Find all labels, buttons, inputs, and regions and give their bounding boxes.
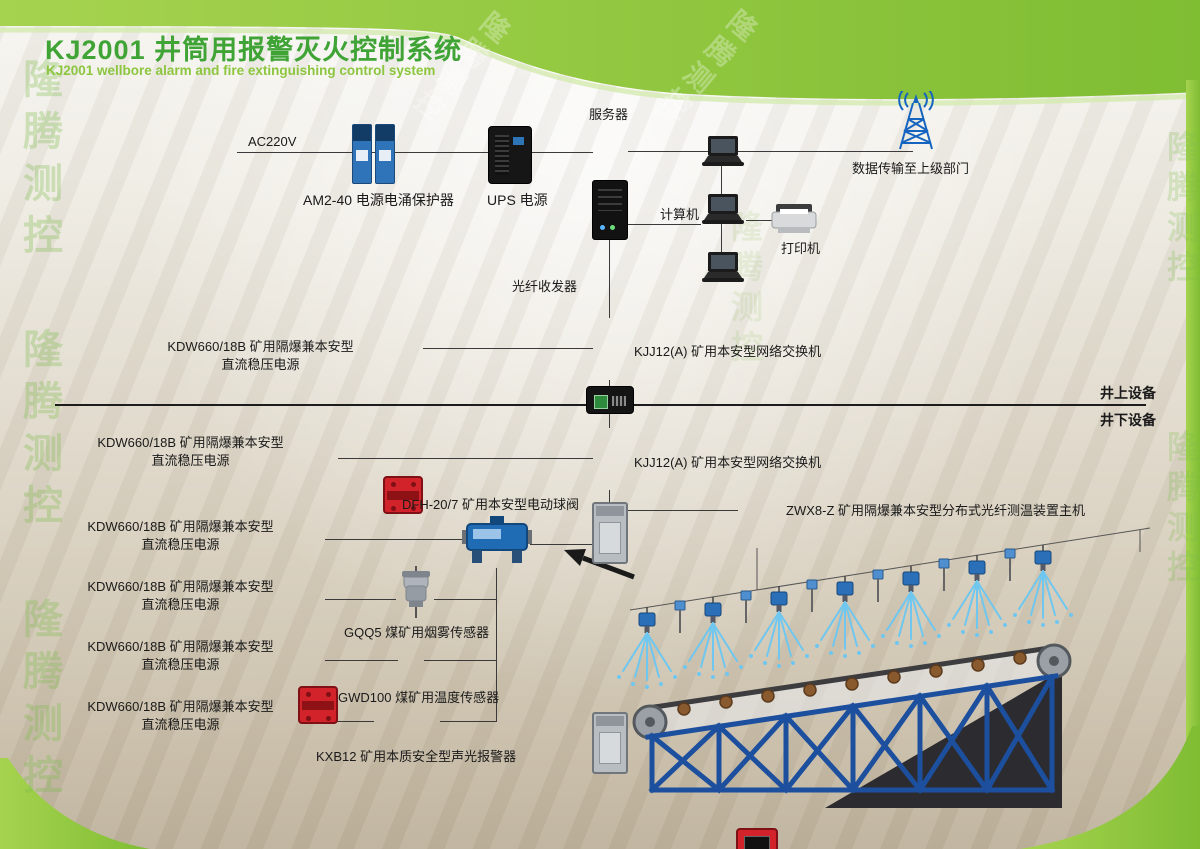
wire bbox=[609, 182, 610, 318]
radio-tower-icon bbox=[898, 91, 934, 150]
server-label: 服务器 bbox=[589, 107, 629, 122]
zwx8-label: ZWX8-Z 矿用隔爆兼本安型分布式光纤测温装置主机 bbox=[786, 503, 1085, 518]
wire bbox=[237, 152, 593, 153]
wire bbox=[628, 151, 913, 152]
laptop-icon bbox=[702, 194, 744, 224]
kxb12-label: KXB12 矿用本质安全型声光报警器 bbox=[316, 749, 517, 764]
kjj12-label: KJJ12(A) 矿用本安型网络交换机 bbox=[634, 344, 822, 359]
wire bbox=[325, 721, 374, 722]
wire bbox=[424, 660, 496, 661]
kdw660-label: KDW660/18B 矿用隔爆兼本安型 直流稳压电源 bbox=[97, 435, 284, 469]
dfh-valve-device bbox=[462, 516, 532, 563]
kjj12-switch-box bbox=[592, 502, 628, 564]
kdw660-label: KDW660/18B 矿用隔爆兼本安型 直流稳压电源 bbox=[87, 579, 274, 613]
wire bbox=[746, 220, 772, 221]
kdw660-label: KDW660/18B 矿用隔爆兼本安型 直流稳压电源 bbox=[87, 699, 274, 733]
ac220v-label: AC220V bbox=[248, 134, 297, 149]
wire bbox=[423, 348, 593, 349]
laptop-icon bbox=[702, 252, 744, 282]
kdw660-power-box bbox=[383, 476, 423, 514]
ups-device bbox=[488, 126, 532, 184]
laptop-icon bbox=[702, 136, 744, 166]
wire bbox=[496, 568, 497, 722]
computer-label: 计算机 bbox=[660, 207, 700, 222]
printer-label: 打印机 bbox=[781, 241, 821, 256]
wire bbox=[325, 599, 396, 600]
kdw660-label: KDW660/18B 矿用隔爆兼本安型 直流稳压电源 bbox=[87, 519, 274, 553]
ups-label: UPS 电源 bbox=[487, 192, 548, 208]
server-device bbox=[592, 180, 628, 240]
printer-icon bbox=[771, 204, 817, 233]
wire bbox=[325, 660, 398, 661]
surge-protector-label: AM2-40 电源电涌保护器 bbox=[303, 192, 454, 208]
wire bbox=[530, 544, 610, 545]
fiber-transceiver-label: 光纤收发器 bbox=[512, 279, 578, 294]
fiber-transceiver-device bbox=[586, 386, 634, 414]
page-subtitle: KJ2001 wellbore alarm and fire extinguis… bbox=[46, 63, 436, 78]
dfh-valve-label: DFH-20/7 矿用本安型电动球阀 bbox=[402, 497, 579, 512]
surge-protector-device bbox=[352, 124, 395, 184]
wire bbox=[440, 721, 496, 722]
wire bbox=[325, 539, 462, 540]
zwx8-fiber-temp-host bbox=[736, 828, 778, 849]
wire bbox=[628, 510, 738, 511]
wire bbox=[434, 599, 496, 600]
page-title: KJ2001 井筒用报警灭火控制系统 bbox=[45, 35, 463, 65]
underground-equipment-label: 井下设备 bbox=[1100, 412, 1156, 428]
wire bbox=[609, 224, 701, 225]
surface-equipment-label: 井上设备 bbox=[1100, 385, 1156, 401]
kdw660-label: KDW660/18B 矿用隔爆兼本安型 直流稳压电源 bbox=[87, 639, 274, 673]
kjj12-label: KJJ12(A) 矿用本安型网络交换机 bbox=[634, 455, 822, 470]
gqq5-label: GQQ5 煤矿用烟雾传感器 bbox=[344, 625, 490, 640]
kjj12-switch-box bbox=[592, 712, 628, 774]
kdw660-label: KDW660/18B 矿用隔爆兼本安型 直流稳压电源 bbox=[167, 339, 354, 373]
gqq5-smoke-sensor bbox=[402, 566, 430, 618]
tower-label: 数据传输至上级部门 bbox=[852, 161, 970, 176]
gwd100-label: GWD100 煤矿用温度传感器 bbox=[338, 690, 500, 705]
kdw660-power-box bbox=[298, 686, 338, 724]
wire bbox=[338, 458, 593, 459]
